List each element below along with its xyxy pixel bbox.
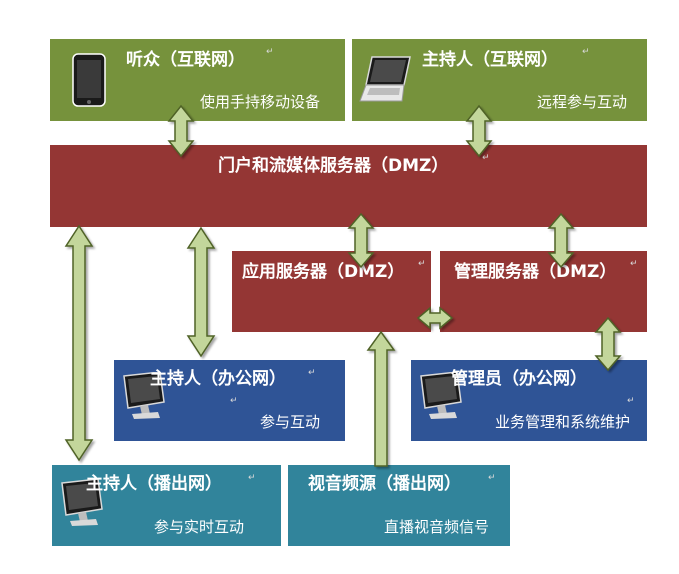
host-internet-title: 主持人（互联网） <box>422 50 558 70</box>
host-broadcast-subtitle: 参与实时互动 <box>154 518 245 536</box>
portal-server-box: 门户和流媒体服务器（DMZ） ↵ <box>50 145 647 227</box>
arrow-app-mgmt <box>416 306 454 330</box>
arrow-av-app <box>366 330 396 467</box>
arrow-portal-mgmt <box>547 212 575 269</box>
admin-office-box: 管理员（办公网） ↵ 业务管理和系统维护 <box>411 360 647 441</box>
arrow-audience-portal <box>167 104 195 158</box>
audience-internet-title: 听众（互联网） <box>126 50 245 70</box>
arrow-mgmt-admin <box>594 316 622 372</box>
mgmt-server-title: 管理服务器（DMZ） <box>454 262 617 282</box>
monitor-icon <box>420 372 462 419</box>
admin-office-title: 管理员（办公网） <box>451 369 587 389</box>
host-broadcast-box: 主持人（播出网） ↵ 参与实时互动 <box>52 465 281 546</box>
arrow-portal-host-broadcast <box>64 224 94 462</box>
tablet-icon <box>72 53 106 107</box>
host-office-subtitle: 参与互动 <box>260 413 321 431</box>
av-source-subtitle: 直播视音频信号 <box>384 518 490 536</box>
host-office-title: 主持人（办公网） <box>150 369 286 389</box>
monitor-icon <box>61 479 103 526</box>
laptop-icon <box>359 56 411 102</box>
monitor-icon <box>123 372 165 419</box>
arrow-portal-app <box>347 212 375 269</box>
mgmt-server-box: 管理服务器（DMZ） ↵ <box>440 251 647 332</box>
av-source-box: 视音频源（播出网） ↵ 直播视音频信号 <box>288 465 510 546</box>
admin-office-subtitle: 业务管理和系统维护 <box>495 413 631 431</box>
app-server-box: 应用服务器（DMZ） ↵ <box>232 251 431 332</box>
host-office-box: 主持人（办公网） ↵ ↵ 参与互动 <box>114 360 345 441</box>
portal-server-title: 门户和流媒体服务器（DMZ） <box>218 156 449 176</box>
host-internet-subtitle: 远程参与互动 <box>537 93 628 111</box>
audience-internet-subtitle: 使用手持移动设备 <box>200 93 321 111</box>
host-broadcast-title: 主持人（播出网） <box>86 474 222 494</box>
host-internet-box: 主持人（互联网） ↵ 远程参与互动 <box>352 39 647 121</box>
app-server-title: 应用服务器（DMZ） <box>242 262 405 282</box>
arrow-host-internet-portal <box>465 104 493 158</box>
av-source-title: 视音频源（播出网） <box>308 474 461 494</box>
arrow-portal-host-office <box>186 226 216 358</box>
audience-internet-box: 听众（互联网） ↵ 使用手持移动设备 <box>50 39 345 121</box>
